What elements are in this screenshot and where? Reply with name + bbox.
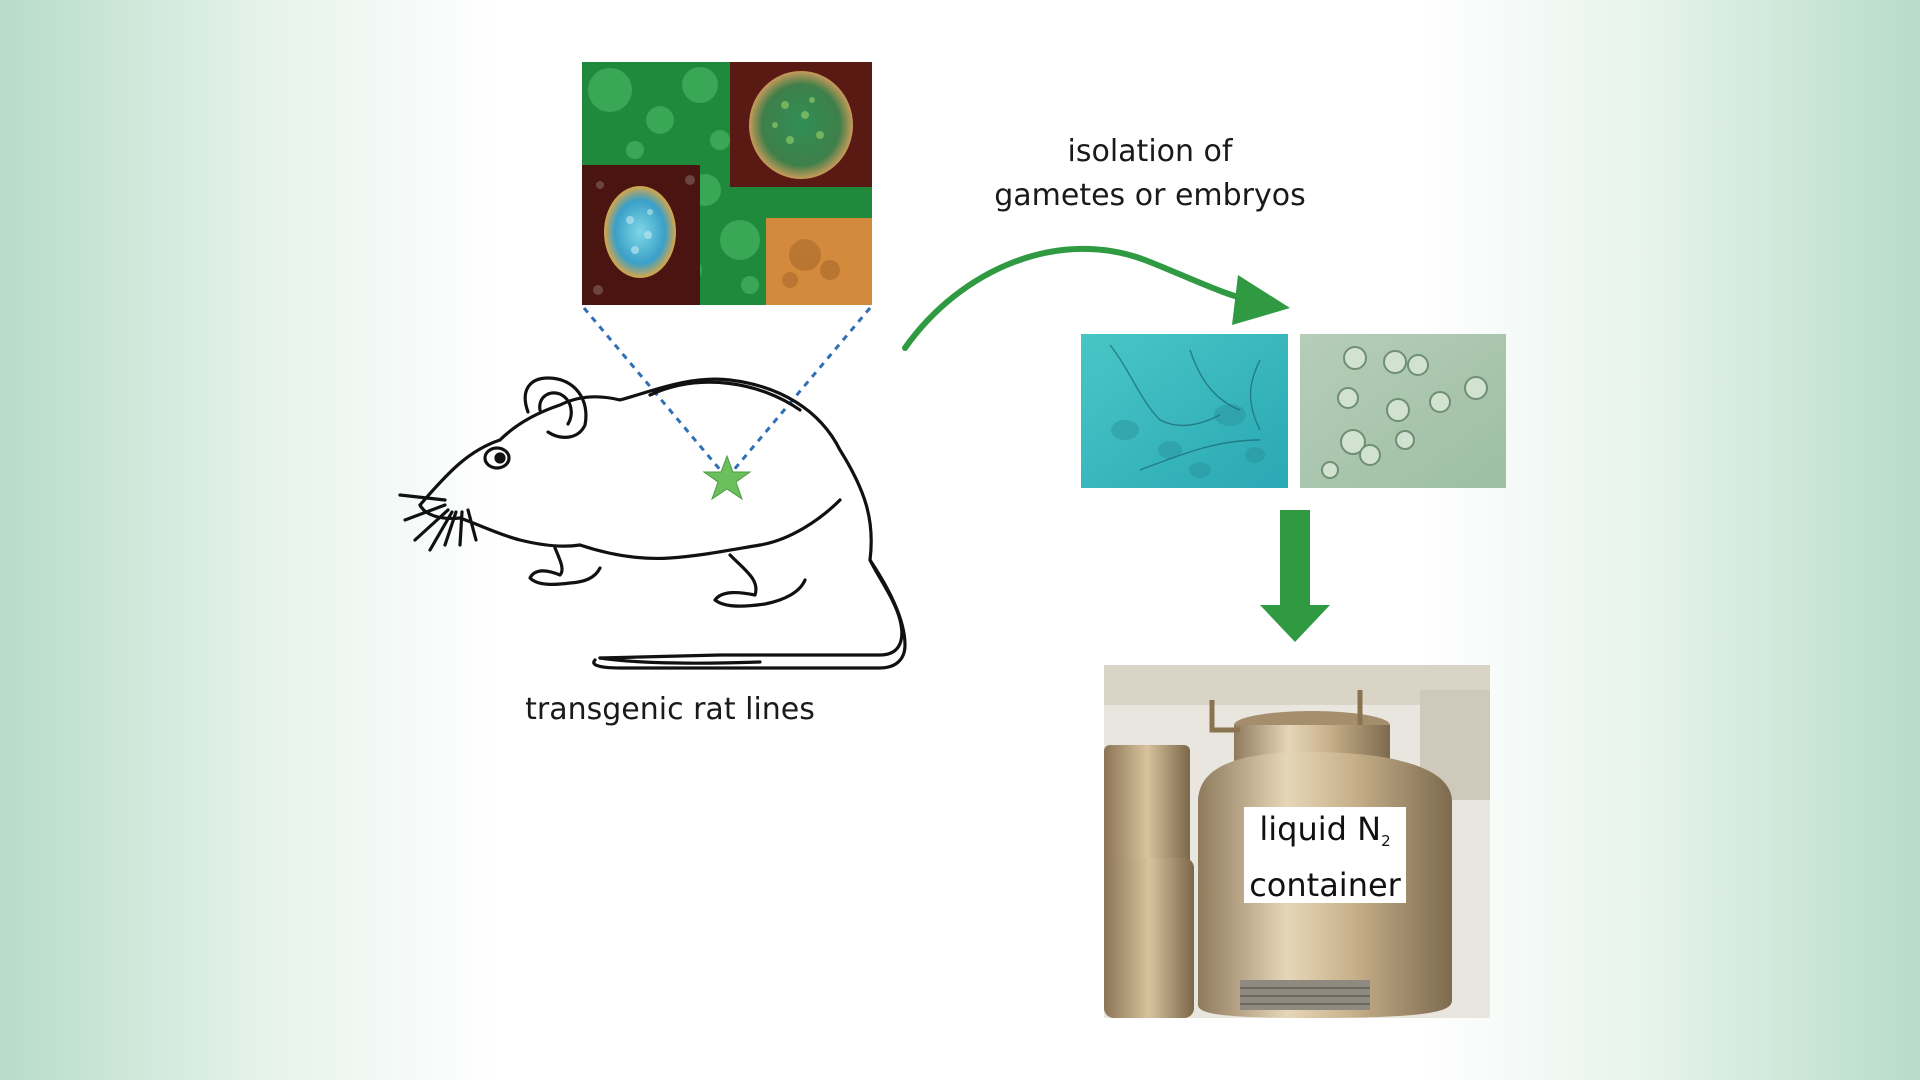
sperm-micrograph xyxy=(1081,334,1288,488)
curved-arrow xyxy=(902,245,1290,351)
container-label-line1: liquid N2 xyxy=(1244,807,1406,863)
zoom-guide-lines xyxy=(582,307,872,479)
container-label-subscript: 2 xyxy=(1381,832,1391,850)
isolation-caption-line1: isolation of xyxy=(1067,134,1233,169)
rat-illustration xyxy=(398,376,907,670)
rat-lines-caption: transgenic rat lines xyxy=(525,692,815,727)
container-label-line2: container xyxy=(1249,866,1401,904)
container-label-text: liquid N xyxy=(1259,810,1382,848)
embryo-micrograph xyxy=(1300,334,1506,488)
microscopy-collage xyxy=(582,62,872,305)
isolation-caption: isolation of gametes or embryos xyxy=(940,130,1360,218)
container-label: liquid N2 container xyxy=(1244,807,1406,904)
down-arrow xyxy=(1260,510,1330,642)
star-marker xyxy=(702,454,752,501)
isolation-caption-line2: gametes or embryos xyxy=(994,178,1306,213)
